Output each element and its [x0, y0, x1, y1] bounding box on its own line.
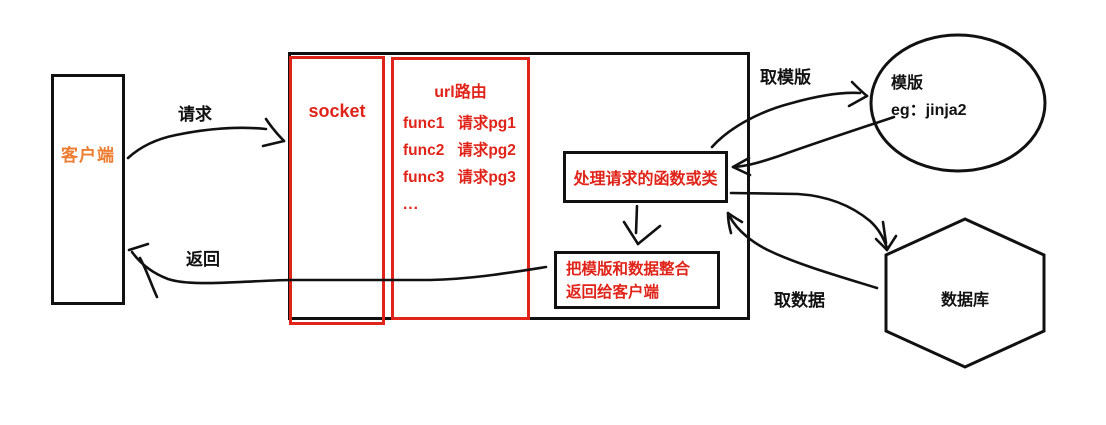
url-router-title: url路由	[434, 84, 487, 101]
fetch-data-label: 取数据	[774, 291, 825, 310]
merge-box: 把模版和数据整合 返回给客户端	[554, 251, 720, 309]
fetch-template-label: 取模版	[760, 68, 811, 87]
merge-line1: 把模版和数据整合	[566, 261, 691, 278]
template-name: 模版	[891, 75, 924, 92]
url-route-list: func1 请求pg1 func2 请求pg2 func3 请求pg3 ...	[403, 110, 523, 218]
route-func: func2	[403, 142, 445, 159]
route-func: func3	[403, 169, 445, 186]
data-return-arrow	[726, 211, 879, 290]
socket-label: socket	[308, 101, 366, 121]
route-target: 请求pg2	[457, 142, 516, 159]
fetch-data-arrow	[729, 191, 898, 252]
handler-box: 处理请求的函数或类	[563, 151, 728, 203]
url-route-item: func1 请求pg1	[403, 110, 523, 137]
merge-line2: 返回给客户端	[566, 284, 660, 301]
route-target: 请求pg3	[457, 169, 516, 186]
url-route-more: ...	[403, 196, 419, 213]
response-label: 返回	[186, 250, 220, 269]
template-example: eg：jinja2	[891, 102, 967, 119]
database-node-label: 数据库	[940, 292, 989, 309]
url-router-box: url路由 func1 请求pg1 func2 请求pg2 func3 请求pg…	[391, 57, 530, 320]
route-func: func1	[403, 115, 445, 132]
url-route-item: func2 请求pg2	[403, 137, 523, 164]
url-route-item: func3 请求pg3	[403, 164, 523, 191]
template-return-arrow	[731, 115, 896, 177]
request-label: 请求	[178, 105, 212, 124]
template-node-label: 模版 eg：jinja2	[891, 70, 967, 124]
client-box: 客户端	[51, 74, 125, 305]
client-label: 客户端	[61, 146, 115, 165]
route-target: 请求pg1	[457, 115, 516, 132]
socket-box: socket	[289, 56, 385, 325]
